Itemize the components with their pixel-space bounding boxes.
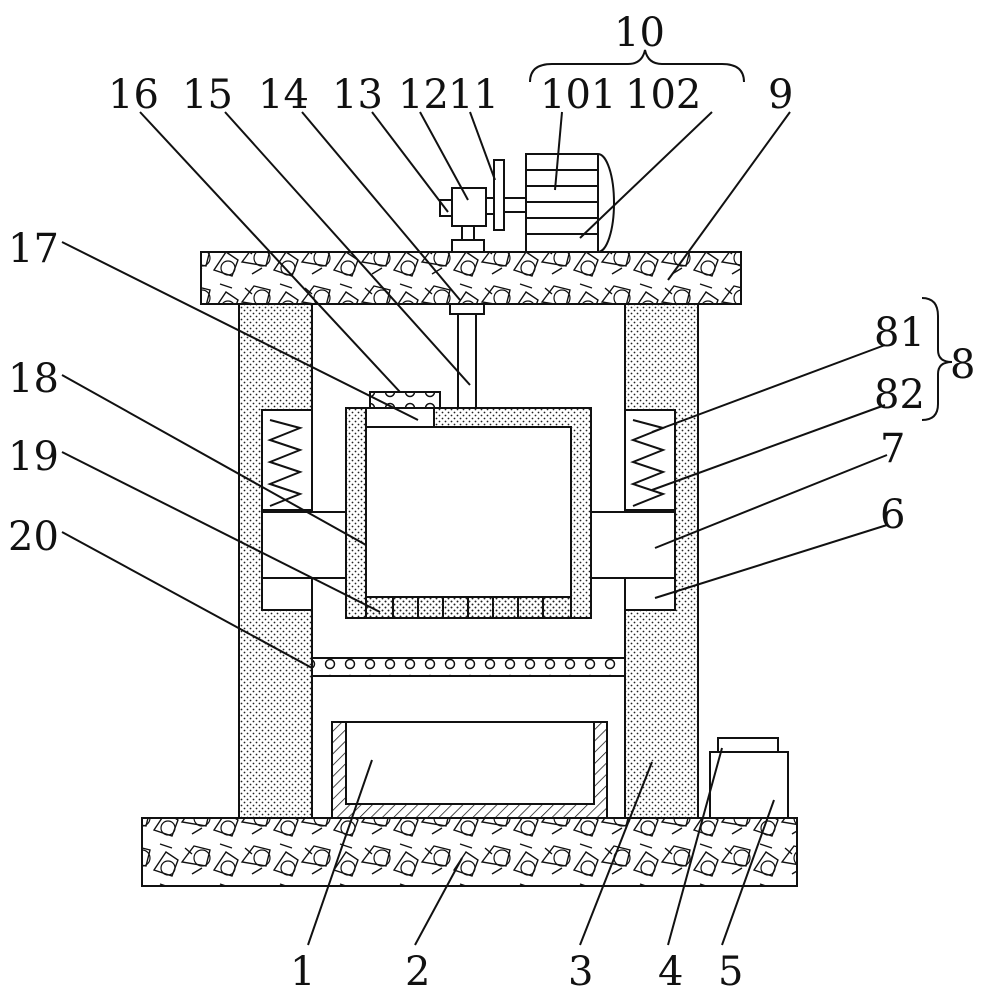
label-4: 4 [658, 949, 683, 995]
bearing [449, 303, 485, 315]
label-12: 12 [398, 72, 449, 118]
control-box-top [717, 737, 779, 753]
label-10: 10 [614, 10, 665, 56]
brace-8 [921, 297, 953, 421]
label-19: 19 [8, 434, 59, 480]
sieve-bottom [365, 596, 572, 619]
label-18: 18 [8, 356, 59, 402]
label-82: 82 [874, 372, 925, 418]
label-13: 13 [332, 72, 383, 118]
pulley-disc [493, 159, 505, 231]
leader-lines [61, 111, 888, 946]
label-9: 9 [768, 72, 793, 118]
rod [457, 311, 477, 409]
motor-body [525, 153, 615, 253]
base-plate [141, 817, 798, 887]
label-14: 14 [258, 72, 309, 118]
top-strip [369, 391, 441, 409]
label-11: 11 [448, 72, 499, 118]
filter-screen [311, 657, 626, 677]
control-box [709, 751, 789, 819]
label-20: 20 [8, 514, 59, 560]
label-1: 1 [290, 949, 315, 995]
label-17: 17 [8, 226, 59, 272]
label-5: 5 [718, 949, 743, 995]
motor-mount-neck [461, 225, 475, 241]
sieve-box-inner [365, 426, 572, 598]
label-102: 102 [625, 72, 701, 118]
label-3: 3 [568, 949, 593, 995]
brace-10 [529, 49, 745, 83]
label-8: 8 [950, 342, 975, 388]
label-16: 16 [108, 72, 159, 118]
motor-mount [451, 239, 485, 253]
left-spring [267, 419, 304, 507]
label-2: 2 [405, 949, 430, 995]
label-6: 6 [880, 492, 905, 538]
label-101: 101 [540, 72, 616, 118]
coupling-shaft [485, 197, 495, 215]
label-7: 7 [880, 426, 905, 472]
motor-shaft [503, 197, 527, 213]
top-plate [200, 251, 742, 305]
label-81: 81 [874, 310, 925, 356]
label-15: 15 [182, 72, 233, 118]
collection-box-inner [345, 721, 595, 805]
left-arm [261, 511, 347, 579]
gearbox [451, 187, 487, 227]
